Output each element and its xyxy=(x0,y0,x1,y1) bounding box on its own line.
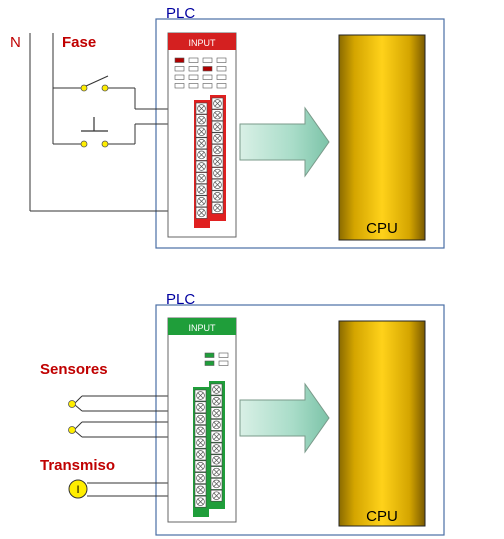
transmiso-label: Transmiso xyxy=(40,457,115,474)
terminal-screw xyxy=(195,114,208,126)
status-led xyxy=(204,352,215,358)
plc-frame-bottom xyxy=(155,304,445,536)
terminal-screw xyxy=(195,125,208,138)
terminal-screw xyxy=(211,202,224,214)
terminal-screw xyxy=(194,460,207,473)
status-led xyxy=(204,360,215,366)
terminal-screw xyxy=(194,436,207,449)
plc-frame-top xyxy=(155,18,445,249)
terminal-screw xyxy=(211,190,224,203)
terminal-screw xyxy=(210,430,223,443)
terminal-screw xyxy=(195,137,208,150)
terminal-screw xyxy=(210,383,223,396)
status-led xyxy=(202,57,213,63)
status-led xyxy=(188,57,199,63)
plc-label-top: PLC xyxy=(166,5,195,22)
status-led xyxy=(188,83,199,89)
n-label: N xyxy=(10,34,21,51)
terminal-screw xyxy=(194,472,207,484)
arrow-to-cpu-top xyxy=(239,106,330,178)
cpu-label-top: CPU xyxy=(366,220,398,237)
terminal-screw xyxy=(194,425,207,437)
terminals-top xyxy=(195,97,224,219)
terminal-screw xyxy=(194,401,207,414)
terminal-screw xyxy=(194,448,207,461)
terminal-screw xyxy=(194,413,207,425)
status-led xyxy=(202,74,213,80)
terminal-screw xyxy=(195,207,208,219)
cpu-label-bottom: CPU xyxy=(366,508,398,525)
terminal-screw xyxy=(194,484,207,496)
input-header-top xyxy=(168,33,236,50)
input-module-top: INPUT xyxy=(167,32,237,238)
terminal-screw xyxy=(210,395,223,408)
status-led xyxy=(188,66,199,72)
sensor-icon-2 xyxy=(68,426,76,434)
sensores-label: Sensores xyxy=(40,361,108,378)
status-led xyxy=(174,57,185,63)
terminal-screw xyxy=(210,454,223,467)
arrow-to-cpu-bottom xyxy=(239,382,330,454)
terminal-screw xyxy=(195,102,208,115)
top-diagram: N Fase PLC xyxy=(10,5,445,249)
terminal-screw xyxy=(194,495,207,508)
status-led xyxy=(216,83,227,89)
input-header-bottom xyxy=(168,318,236,335)
transmitter-symbol: I xyxy=(76,484,79,496)
input-header-label-bottom: INPUT xyxy=(189,323,217,333)
terminal-screw xyxy=(211,155,224,168)
plc-label-bottom: PLC xyxy=(166,291,195,308)
fase-label: Fase xyxy=(62,34,96,51)
status-led xyxy=(174,66,185,72)
cpu-block-top xyxy=(338,34,426,241)
terminal-screw xyxy=(211,178,224,191)
bottom-diagram: PLC Sensores Transmiso I xyxy=(40,291,445,536)
led-group-bottom xyxy=(204,352,229,366)
status-led xyxy=(218,352,229,358)
status-led xyxy=(174,83,185,89)
terminal-screw xyxy=(210,442,223,455)
status-led xyxy=(188,74,199,80)
switch-icon xyxy=(80,75,109,92)
terminals-bottom xyxy=(194,383,223,508)
terminal-screw xyxy=(210,489,223,502)
terminal-screw xyxy=(194,389,207,402)
sensor-icon-1 xyxy=(68,400,76,408)
terminal-screw xyxy=(210,419,223,431)
terminal-screw xyxy=(211,120,224,133)
terminal-screw xyxy=(195,183,208,196)
status-led xyxy=(202,66,213,72)
terminal-screw xyxy=(211,132,224,145)
terminal-screw xyxy=(210,478,223,490)
terminal-screw xyxy=(210,466,223,478)
status-led xyxy=(216,66,227,72)
terminal-screw xyxy=(211,109,224,121)
status-led xyxy=(216,74,227,80)
input-header-label-top: INPUT xyxy=(189,38,217,48)
terminal-screw xyxy=(211,144,224,156)
terminal-screw xyxy=(210,407,223,419)
terminal-screw xyxy=(211,97,224,110)
terminal-screw xyxy=(195,172,208,184)
status-led xyxy=(218,360,229,366)
cpu-block-bottom xyxy=(338,320,426,527)
terminal-screw xyxy=(195,160,208,173)
input-module-bottom: INPUT xyxy=(167,317,237,523)
led-grid-top xyxy=(174,57,227,89)
terminal-screw xyxy=(195,149,208,161)
status-led xyxy=(216,57,227,63)
terminal-screw xyxy=(211,167,224,179)
transmitter-icon: I xyxy=(68,479,88,499)
status-led xyxy=(174,74,185,80)
pushbutton-icon xyxy=(80,117,109,148)
terminal-screw xyxy=(195,195,208,208)
status-led xyxy=(202,83,213,89)
